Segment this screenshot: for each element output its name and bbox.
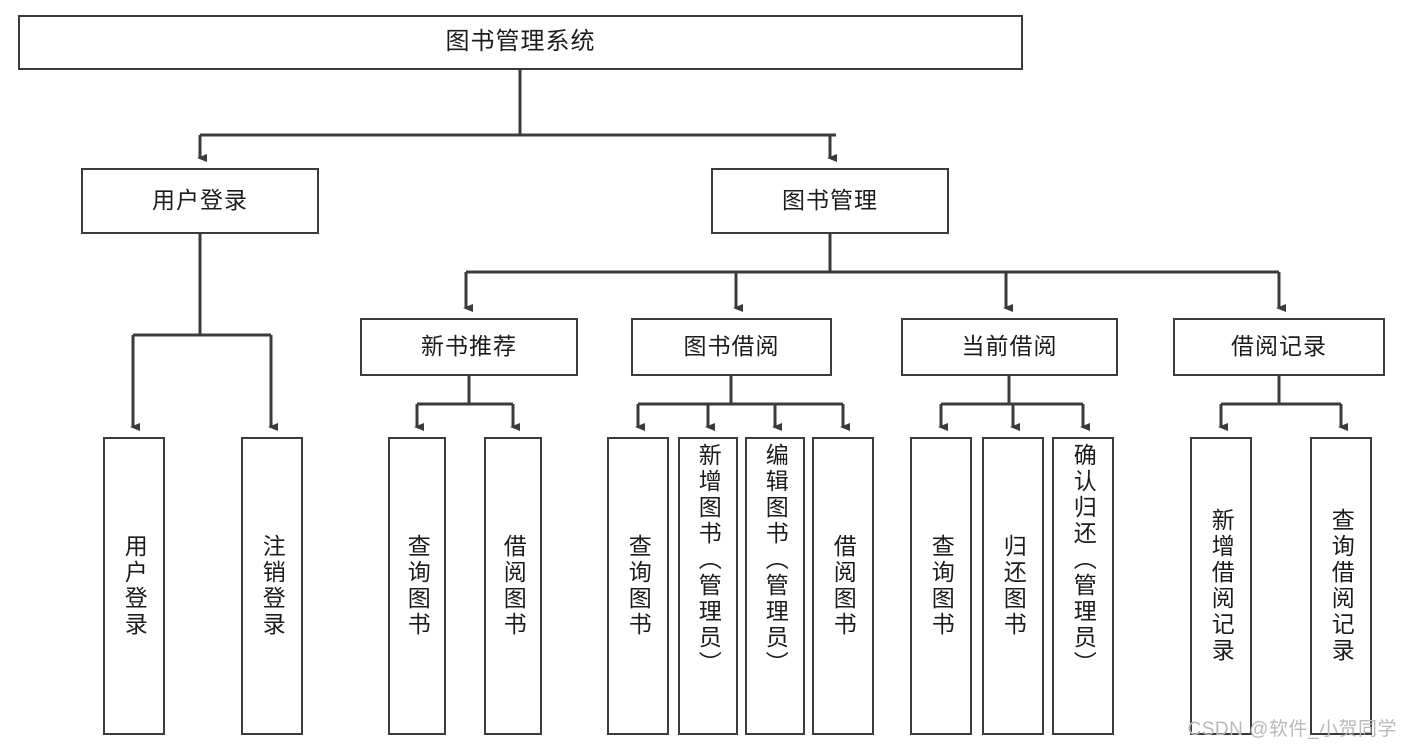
node-label: 当前借阅: [961, 333, 1058, 360]
leaf-return-book[interactable]: 归还图书: [982, 437, 1044, 735]
node-label: 图书借阅: [683, 333, 780, 360]
node-book-manage[interactable]: 图书管理: [711, 168, 949, 234]
leaf-borrow-book-1[interactable]: 借阅图书: [484, 437, 542, 735]
leaf-query-book-3[interactable]: 查询图书: [910, 437, 972, 735]
node-user-login[interactable]: 用户登录: [81, 168, 319, 234]
node-label: 编辑图书（管理员）: [762, 443, 789, 677]
watermark-text: CSDN @软件_小贺同学: [1187, 719, 1397, 740]
leaf-query-book-1[interactable]: 查询图书: [388, 437, 446, 735]
node-label: 查询借阅记录: [1328, 508, 1355, 664]
leaf-logout[interactable]: 注销登录: [241, 437, 303, 735]
node-label: 归还图书: [1000, 534, 1027, 638]
node-label: 新增借阅记录: [1208, 508, 1235, 664]
node-label: 查询图书: [625, 534, 652, 638]
node-borrow-record[interactable]: 借阅记录: [1173, 318, 1385, 376]
leaf-query-book-2[interactable]: 查询图书: [607, 437, 669, 735]
node-label: 查询图书: [928, 534, 955, 638]
node-label: 新增图书（管理员）: [695, 443, 722, 677]
leaf-borrow-book-2[interactable]: 借阅图书: [812, 437, 874, 735]
node-label: 用户登录: [121, 534, 148, 638]
node-root-system[interactable]: 图书管理系统: [18, 15, 1023, 70]
node-label: 图书管理系统: [445, 28, 596, 56]
node-new-book-rec[interactable]: 新书推荐: [360, 318, 578, 376]
node-label: 查询图书: [404, 534, 431, 638]
node-label: 注销登录: [259, 534, 286, 638]
leaf-edit-book[interactable]: 编辑图书（管理员）: [745, 437, 805, 735]
leaf-query-record[interactable]: 查询借阅记录: [1310, 437, 1372, 735]
node-label: 用户登录: [152, 187, 248, 214]
node-label: 借阅图书: [830, 534, 857, 638]
leaf-user-login[interactable]: 用户登录: [103, 437, 165, 735]
leaf-add-record[interactable]: 新增借阅记录: [1190, 437, 1252, 735]
node-label: 借阅记录: [1231, 333, 1327, 360]
node-label: 新书推荐: [421, 333, 517, 360]
node-label: 借阅图书: [500, 534, 527, 638]
leaf-confirm-return[interactable]: 确认归还（管理员）: [1052, 437, 1114, 735]
node-label: 确认归还（管理员）: [1070, 443, 1097, 677]
node-label: 图书管理: [782, 187, 878, 214]
leaf-add-book[interactable]: 新增图书（管理员）: [678, 437, 738, 735]
node-book-borrow[interactable]: 图书借阅: [631, 318, 832, 376]
node-current-borrow[interactable]: 当前借阅: [901, 318, 1118, 376]
